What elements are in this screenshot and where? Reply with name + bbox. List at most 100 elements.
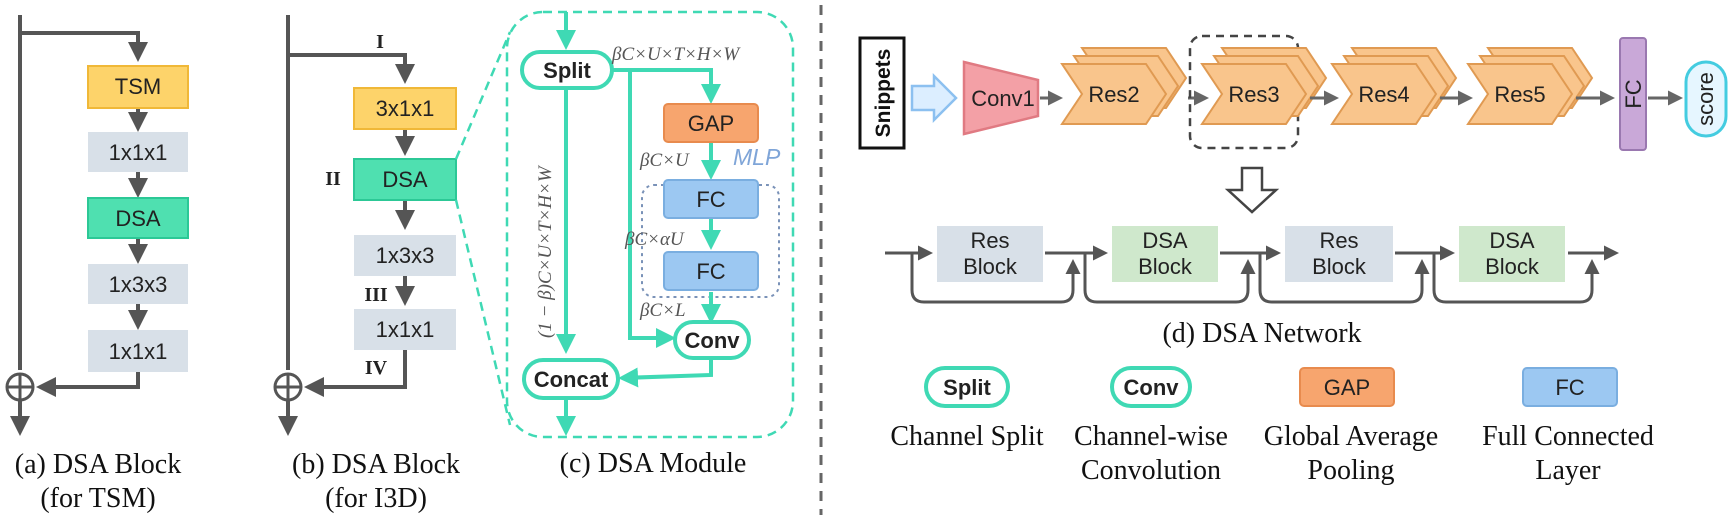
block-a-conv1: 1x1x1 bbox=[88, 132, 188, 172]
block-b-conv2: 1x3x3 bbox=[354, 235, 456, 276]
chain-block-2: DSA Block bbox=[1112, 226, 1218, 282]
res4-stage: Res4 bbox=[1330, 47, 1458, 125]
svg-text:Convolution: Convolution bbox=[1081, 455, 1221, 486]
split-node: Split bbox=[520, 50, 614, 90]
svg-text:TSM: TSM bbox=[115, 74, 161, 99]
dim-left: (1 − β)C×U×T×H×W bbox=[535, 164, 556, 338]
zoom-line-top bbox=[454, 31, 512, 160]
block-a-conv3: 1x1x1 bbox=[88, 330, 188, 372]
svg-text:DSA: DSA bbox=[1142, 228, 1188, 253]
legend-split: Split Channel Split bbox=[890, 366, 1044, 452]
svg-text:Block: Block bbox=[1312, 254, 1367, 279]
chain-block-3: Res Block bbox=[1285, 226, 1393, 282]
caption-b-line2: (for I3D) bbox=[325, 483, 427, 514]
marker-ii: II bbox=[325, 168, 341, 190]
svg-text:Block: Block bbox=[1138, 254, 1193, 279]
score-node: score bbox=[1684, 60, 1728, 138]
block-b-conv1: 3x1x1 bbox=[353, 87, 457, 130]
svg-text:1x3x3: 1x3x3 bbox=[109, 272, 168, 297]
svg-text:Res5: Res5 bbox=[1494, 82, 1545, 107]
svg-text:Snippets: Snippets bbox=[872, 49, 895, 138]
caption-a-line2: (for TSM) bbox=[40, 483, 155, 514]
svg-text:Res2: Res2 bbox=[1088, 82, 1139, 107]
input-arrow bbox=[910, 72, 958, 124]
caption-b-line1: (b) DSA Block bbox=[292, 449, 460, 480]
svg-text:Conv: Conv bbox=[1124, 375, 1180, 400]
snippets-box: Snippets bbox=[858, 36, 906, 150]
block-b-conv3: 1x1x1 bbox=[354, 309, 456, 350]
svg-text:DSA: DSA bbox=[382, 167, 428, 192]
svg-text:Res4: Res4 bbox=[1358, 82, 1409, 107]
svg-text:Pooling: Pooling bbox=[1307, 455, 1394, 486]
marker-i: I bbox=[376, 31, 384, 53]
svg-text:GAP: GAP bbox=[1324, 375, 1370, 400]
gap-node: GAP bbox=[663, 103, 759, 143]
svg-text:1x1x1: 1x1x1 bbox=[376, 317, 435, 342]
mlp-label: MLP bbox=[733, 144, 781, 170]
svg-text:Block: Block bbox=[963, 254, 1018, 279]
fc-stage: FC bbox=[1619, 37, 1647, 151]
svg-text:Conv: Conv bbox=[685, 328, 741, 353]
svg-text:Res3: Res3 bbox=[1228, 82, 1279, 107]
dim-top: βC×U×T×H×W bbox=[611, 44, 741, 65]
legend-fc: FC Full Connected Layer bbox=[1482, 367, 1654, 486]
residual-add-b bbox=[273, 372, 303, 402]
residual-add-a bbox=[5, 372, 35, 402]
dim-fc: βC×αU bbox=[624, 229, 685, 250]
svg-text:Channel-wise: Channel-wise bbox=[1074, 421, 1228, 452]
svg-text:GAP: GAP bbox=[688, 111, 734, 136]
caption-c: (c) DSA Module bbox=[560, 448, 747, 479]
block-a-dsa: DSA bbox=[87, 197, 189, 239]
block-b-dsa: DSA bbox=[353, 158, 457, 201]
svg-text:Full Connected: Full Connected bbox=[1482, 421, 1654, 452]
svg-text:Res: Res bbox=[970, 228, 1009, 253]
legend-gap: GAP Global Average Pooling bbox=[1264, 367, 1438, 486]
panel-a: TSM 1x1x1 DSA 1x3x3 1x1x1 (a) DSA Block … bbox=[5, 15, 189, 514]
res3-stage: Res3 bbox=[1188, 34, 1328, 150]
svg-text:DSA: DSA bbox=[115, 206, 161, 231]
panel-c: MLP Split GAP FC FC bbox=[505, 10, 795, 479]
zoom-line-bottom bbox=[454, 199, 512, 426]
block-a-conv2: 1x3x3 bbox=[88, 264, 188, 304]
svg-text:Conv1: Conv1 bbox=[971, 86, 1035, 111]
block-a-tsm: TSM bbox=[87, 65, 189, 109]
legend: Split Channel Split Conv Channel-wise Co… bbox=[890, 366, 1654, 486]
fc-node-2: FC bbox=[663, 251, 759, 291]
panel-d: Snippets Conv1 Res2 Res3 bbox=[858, 34, 1728, 486]
caption-d: (d) DSA Network bbox=[1162, 318, 1361, 349]
svg-text:1x3x3: 1x3x3 bbox=[376, 243, 435, 268]
svg-text:FC: FC bbox=[696, 187, 725, 212]
panel-b: 3x1x1 DSA 1x3x3 1x1x1 I II III IV (b) DS… bbox=[273, 15, 460, 514]
svg-text:FC: FC bbox=[1621, 79, 1646, 108]
svg-text:1x1x1: 1x1x1 bbox=[109, 339, 168, 364]
svg-text:Res: Res bbox=[1319, 228, 1358, 253]
svg-text:FC: FC bbox=[696, 259, 725, 284]
caption-a-line1: (a) DSA Block bbox=[15, 449, 181, 480]
svg-text:Block: Block bbox=[1485, 254, 1540, 279]
concat-node: Concat bbox=[522, 358, 620, 400]
svg-text:Concat: Concat bbox=[534, 367, 609, 392]
svg-text:Split: Split bbox=[543, 58, 591, 83]
marker-iv: IV bbox=[365, 357, 388, 379]
dim-conv: βC×L bbox=[639, 300, 686, 321]
chain-block-4: DSA Block bbox=[1459, 226, 1565, 282]
svg-text:3x1x1: 3x1x1 bbox=[376, 96, 435, 121]
svg-text:Layer: Layer bbox=[1535, 455, 1601, 486]
svg-text:Channel Split: Channel Split bbox=[890, 421, 1043, 452]
svg-text:Global Average: Global Average bbox=[1264, 421, 1438, 452]
dim-gap: βC×U bbox=[639, 150, 690, 171]
res5-stage: Res5 bbox=[1466, 47, 1594, 125]
fc-node-1: FC bbox=[663, 179, 759, 219]
marker-iii: III bbox=[364, 284, 388, 306]
expand-arrow bbox=[1224, 166, 1280, 214]
conv1-stage: Conv1 bbox=[962, 60, 1040, 136]
module-boundary bbox=[505, 10, 795, 439]
svg-text:Split: Split bbox=[943, 375, 991, 400]
legend-conv: Conv Channel-wise Convolution bbox=[1074, 366, 1228, 486]
conv-node: Conv bbox=[673, 320, 751, 360]
svg-text:FC: FC bbox=[1555, 375, 1584, 400]
svg-text:DSA: DSA bbox=[1489, 228, 1535, 253]
chain-block-1: Res Block bbox=[937, 226, 1043, 282]
svg-text:score: score bbox=[1693, 72, 1718, 126]
